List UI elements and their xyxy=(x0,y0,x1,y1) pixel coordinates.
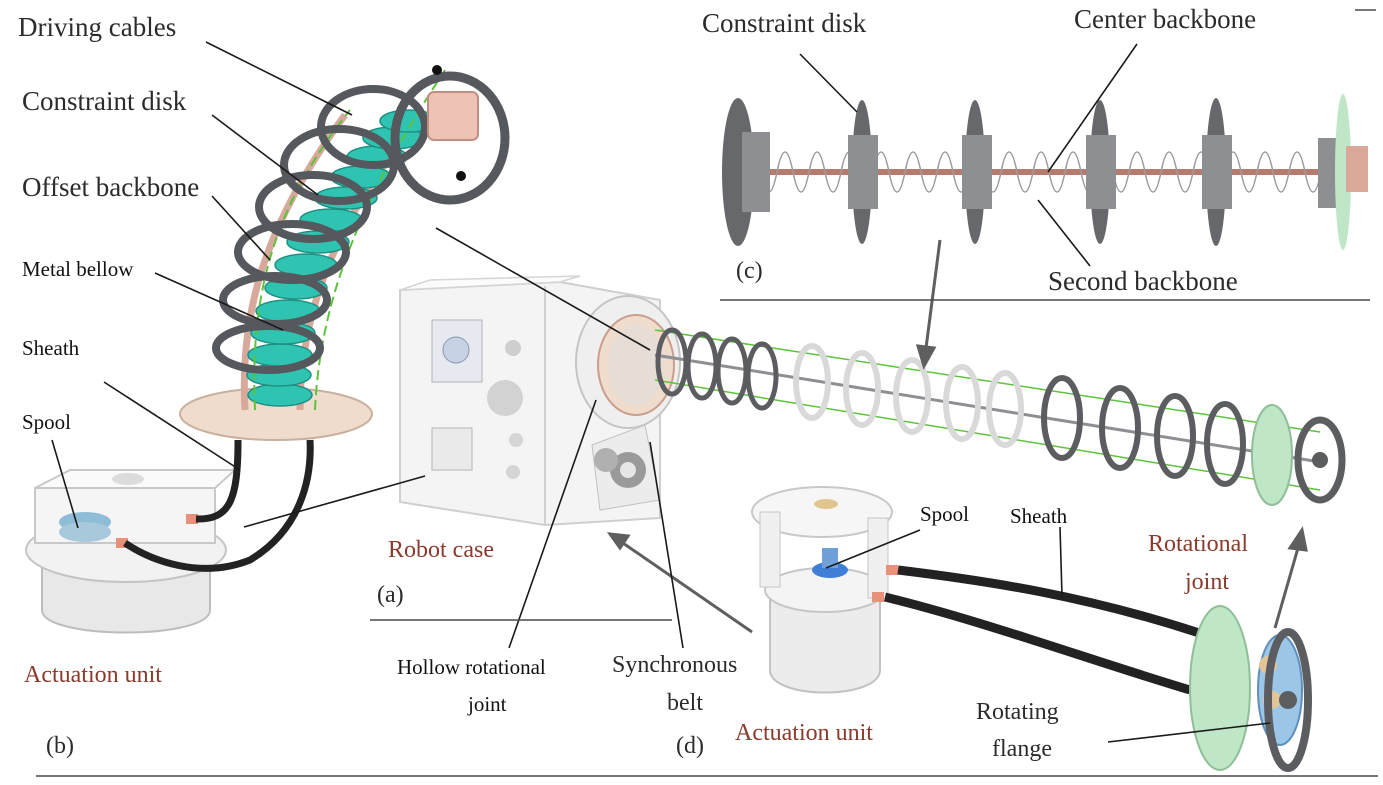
rotational-joint-flange xyxy=(1251,404,1293,506)
label-rotating-flange-line1: Rotating xyxy=(976,699,1059,725)
label-second-backbone: Second backbone xyxy=(1048,266,1238,296)
arrows xyxy=(606,239,1308,634)
constraint-disks-c xyxy=(722,98,1336,246)
label-constraint-disk-b: Constraint disk xyxy=(22,86,187,116)
end-cap xyxy=(427,91,479,141)
label-center-backbone: Center backbone xyxy=(1074,4,1257,34)
rotating-flange-assembly xyxy=(1189,605,1312,772)
label-panel-c: (c) xyxy=(736,258,763,284)
label-rotational-joint-line2: joint xyxy=(1185,569,1230,595)
label-robot-case: Robot case xyxy=(388,537,494,563)
sheath-d xyxy=(897,565,1222,645)
label-actuation-unit-d: Actuation unit xyxy=(735,720,873,746)
end-flange-c xyxy=(1335,94,1351,250)
label-panel-a: (a) xyxy=(377,582,404,608)
driving-cable xyxy=(314,69,446,411)
actuation-unit-d xyxy=(751,486,898,694)
label-spool-b: Spool xyxy=(22,410,72,434)
label-constraint-disk-c: Constraint disk xyxy=(702,8,867,38)
label-offset-backbone: Offset backbone xyxy=(22,172,200,202)
rotating-flange xyxy=(1264,628,1312,772)
label-sheath-b: Sheath xyxy=(22,336,80,360)
spool-d xyxy=(812,548,848,578)
label-rotational-joint-line1: Rotational xyxy=(1148,531,1248,557)
label-panel-b: (b) xyxy=(46,733,74,759)
label-hollow-joint-line1: Hollow rotational xyxy=(397,655,546,679)
spool-b xyxy=(59,512,111,542)
long-arm xyxy=(654,327,1346,506)
sheath-d xyxy=(883,592,1192,695)
label-rotating-flange-line2: flange xyxy=(992,736,1052,762)
label-metal-bellow: Metal bellow xyxy=(22,257,134,281)
sheath-b xyxy=(123,439,314,572)
end-wheel xyxy=(1294,416,1346,504)
label-actuation-unit-b: Actuation unit xyxy=(24,662,162,688)
label-hollow-joint-line2: joint xyxy=(468,692,507,716)
panel-dividers xyxy=(36,9,1378,777)
label-sync-belt-line1: Synchronous xyxy=(612,652,738,678)
actuation-unit-b xyxy=(25,469,238,634)
sheath-b xyxy=(195,439,242,523)
constraint-disks xyxy=(212,71,510,374)
robot-case xyxy=(399,275,681,527)
leader-lines xyxy=(51,41,1271,743)
label-driving-cables: Driving cables xyxy=(18,12,177,42)
panel-b-arm xyxy=(179,65,510,441)
driving-cable xyxy=(253,109,351,411)
label-panel-d: (d) xyxy=(676,733,704,759)
label-sync-belt-line2: belt xyxy=(667,690,703,716)
panel-c-segment xyxy=(722,94,1368,250)
label-sheath-d: Sheath xyxy=(1010,504,1068,528)
label-spool-d: Spool xyxy=(920,502,970,526)
